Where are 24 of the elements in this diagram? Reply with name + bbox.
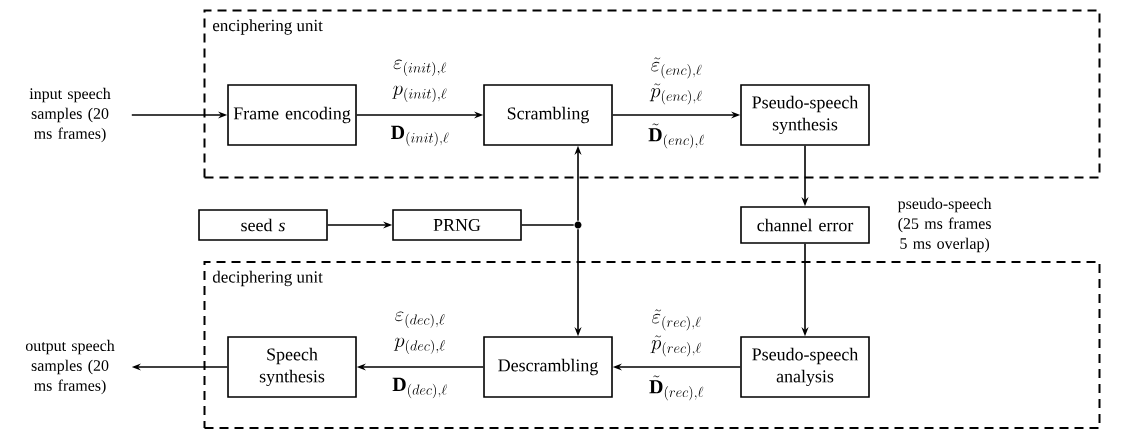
process-box: channel error bbox=[740, 206, 870, 244]
io-label: output speech samples (20 ms frames) bbox=[25, 339, 115, 395]
edge-label: $p_{(init),\ell}$ bbox=[392, 85, 447, 103]
edge-label: $p_{(dec),\ell}$ bbox=[393, 337, 445, 355]
process-box: seed s bbox=[198, 209, 328, 241]
process-box: Pseudo-speech synthesis bbox=[740, 84, 870, 146]
edge-label: $\mathbf{D}_{(dec),\ell}$ bbox=[392, 377, 447, 399]
edge-label: $\tilde{\varepsilon}_{(enc),\ell}$ bbox=[651, 57, 702, 79]
process-box: Scrambling bbox=[483, 84, 613, 146]
edge-label: $\mathbf{D}_{(init),\ell}$ bbox=[391, 125, 449, 147]
edge-label: $\tilde{\mathbf{D}}_{(enc),\ell}$ bbox=[648, 123, 705, 149]
edge-label: $\tilde{\varepsilon}_{(rec),\ell}$ bbox=[652, 309, 701, 331]
process-box: PRNG bbox=[392, 209, 522, 241]
io-label: input speech samples (20 ms frames) bbox=[29, 87, 111, 143]
edge-label: $\tilde{\mathbf{D}}_{(rec),\ell}$ bbox=[649, 375, 704, 401]
process-box: Frame encoding bbox=[227, 84, 357, 146]
process-box: Descrambling bbox=[483, 336, 613, 398]
annotation-text: pseudo-speech (25 ms frames 5 ms overlap) bbox=[897, 197, 992, 253]
process-box: Pseudo-speech analysis bbox=[740, 336, 870, 398]
edge-label: $\tilde{p}_{(enc),\ell}$ bbox=[649, 83, 702, 105]
process-box: Speech synthesis bbox=[227, 336, 357, 398]
edge-label: $\varepsilon_{(init),\ell}$ bbox=[393, 59, 447, 77]
edge-label: $\tilde{p}_{(rec),\ell}$ bbox=[650, 335, 702, 357]
edge-label: $\varepsilon_{(dec),\ell}$ bbox=[395, 311, 445, 329]
